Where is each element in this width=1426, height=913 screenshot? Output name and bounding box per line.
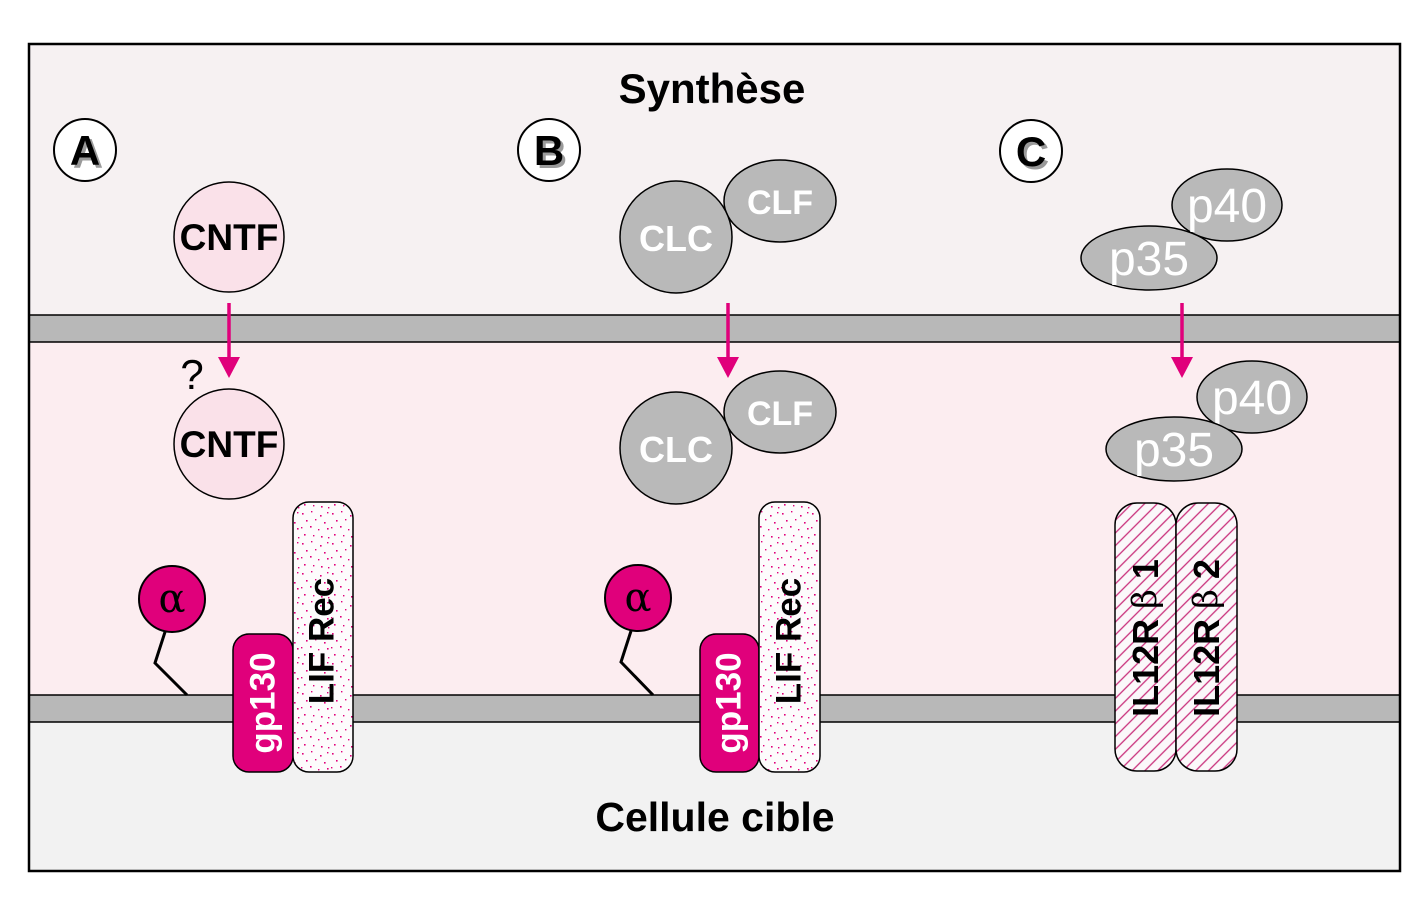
receptor-name: IL12R xyxy=(1186,619,1227,717)
lif-receptor-b: LIF Rec xyxy=(758,501,821,773)
receptor-greek: β xyxy=(1125,589,1165,609)
il12r-beta2-receptor: IL12R β 2 xyxy=(1175,502,1238,772)
target-cell-title: Cellule cible xyxy=(595,794,834,840)
cntf-circle xyxy=(173,388,285,500)
cntf-circle xyxy=(173,181,285,293)
p40-label: p40 xyxy=(1187,180,1267,233)
panel-label-circle xyxy=(517,118,581,182)
receptor-index: 1 xyxy=(1125,559,1166,579)
panel-label-shadow: A xyxy=(73,130,103,177)
panel-label-shadow: B xyxy=(537,130,567,177)
secretion-arrow-b xyxy=(717,303,739,378)
panel-label-circle xyxy=(53,118,117,182)
clf-label: CLF xyxy=(747,395,813,433)
p40-ellipse xyxy=(1196,360,1308,434)
p35-p40-bound: p40 p35 xyxy=(1105,360,1308,482)
panel-label-a: A A xyxy=(53,118,117,182)
p35-label: p35 xyxy=(1134,424,1214,477)
panel-label-circle xyxy=(999,119,1063,183)
alpha-circle xyxy=(138,565,206,633)
lif-rec-body xyxy=(292,501,354,773)
clc-clf-secreted: CLF CLC xyxy=(619,159,837,294)
cntf-secreted: CNTF xyxy=(173,181,285,293)
il12r-beta1-label: IL12R β 1 xyxy=(1125,559,1166,717)
alpha-label: α xyxy=(158,576,185,622)
il12r-beta2-body xyxy=(1175,502,1238,772)
panel-label-text: B xyxy=(534,127,564,174)
lif-receptor-a: LIF Rec xyxy=(292,501,354,773)
p35-ellipse xyxy=(1105,416,1243,482)
gp130-label: gp130 xyxy=(244,652,283,753)
clc-circle xyxy=(619,391,733,505)
cntf-label: CNTF xyxy=(180,217,279,258)
lif-rec-label: LIF Rec xyxy=(303,578,342,704)
clc-label: CLC xyxy=(639,218,713,259)
cntf-bound: CNTF xyxy=(173,388,285,500)
panel-label-shadow: C xyxy=(1019,131,1049,178)
clf-ellipse xyxy=(723,370,837,454)
synthesis-cell-membrane xyxy=(28,314,1401,343)
lif-rec-body xyxy=(758,501,821,773)
panel-label-c: C C xyxy=(999,119,1063,183)
il12r-beta2-label: IL12R β 2 xyxy=(1186,559,1227,717)
gp130-receptor-b: gp130 xyxy=(699,633,760,773)
clc-clf-bound: CLF CLC xyxy=(619,370,837,505)
alpha-anchor-stem xyxy=(619,630,655,697)
arrow-head-icon xyxy=(1171,357,1193,378)
p40-label: p40 xyxy=(1212,372,1292,425)
clc-label: CLC xyxy=(639,429,713,470)
p35-p40-secreted: p40 p35 xyxy=(1080,168,1283,291)
receptor-name: IL12R xyxy=(1125,619,1166,717)
gp130-label: gp130 xyxy=(710,652,749,753)
panel-label-text: C xyxy=(1016,128,1046,175)
secretion-arrow-c xyxy=(1171,303,1193,378)
figure-frame xyxy=(27,42,1402,873)
p35-label: p35 xyxy=(1109,233,1189,286)
il12r-beta1-receptor: IL12R β 1 xyxy=(1114,502,1177,772)
lif-rec-label: LIF Rec xyxy=(770,578,809,704)
secretion-arrow-a xyxy=(218,303,240,378)
question-mark: ? xyxy=(180,351,203,398)
clc-circle xyxy=(619,180,733,294)
clf-ellipse xyxy=(723,159,837,243)
p35-ellipse xyxy=(1080,225,1218,291)
alpha-label: α xyxy=(624,575,651,621)
alpha-subunit-a: α xyxy=(138,565,206,697)
alpha-subunit-b: α xyxy=(604,564,672,697)
arrow-head-icon xyxy=(717,357,739,378)
alpha-anchor-stem xyxy=(153,631,189,697)
alpha-circle xyxy=(604,564,672,632)
p40-ellipse xyxy=(1171,168,1283,242)
gp130-receptor-a: gp130 xyxy=(232,633,294,773)
clf-label: CLF xyxy=(747,184,813,222)
arrow-head-icon xyxy=(218,357,240,378)
receptor-greek: β xyxy=(1186,589,1226,609)
panel-label-text: A xyxy=(70,127,100,174)
panel-b: B B CLF CLC CLF CLC α gp130 xyxy=(517,118,837,773)
receptor-index: 2 xyxy=(1186,559,1227,579)
panel-label-b: B B xyxy=(517,118,581,182)
panel-c: C C p40 p35 p40 p35 IL12Rβ1 IL12Rβ2 xyxy=(999,119,1308,772)
cntf-label: CNTF xyxy=(180,424,279,465)
panel-a: A A CNTF ? CNTF α gp130 LIF Rec xyxy=(53,118,354,773)
synthesis-title: Synthèse xyxy=(619,65,806,112)
